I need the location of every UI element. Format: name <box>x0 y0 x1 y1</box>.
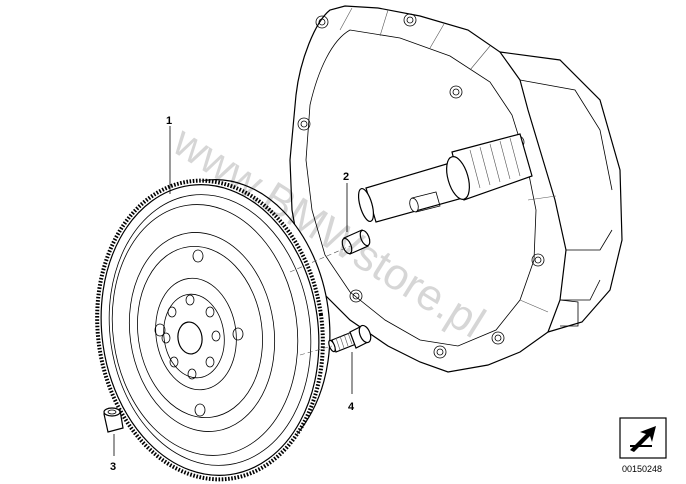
flywheel-bolt-holes <box>161 294 221 380</box>
reference-number: 00150248 <box>622 464 662 474</box>
callout-2: 2 <box>343 171 349 183</box>
input-shaft <box>357 133 533 223</box>
bolt <box>328 324 372 353</box>
callout-1: 1 <box>166 115 172 127</box>
callout-4: 4 <box>348 401 355 413</box>
callout-3: 3 <box>110 461 116 473</box>
bushing <box>103 407 124 433</box>
leader-lines <box>113 126 353 456</box>
dowel-sleeve <box>341 229 371 255</box>
flywheel <box>95 178 331 482</box>
diagonal-arrow-icon[interactable] <box>619 417 667 459</box>
flywheel-outer-holes <box>154 249 244 417</box>
transmission-housing <box>289 5 623 373</box>
